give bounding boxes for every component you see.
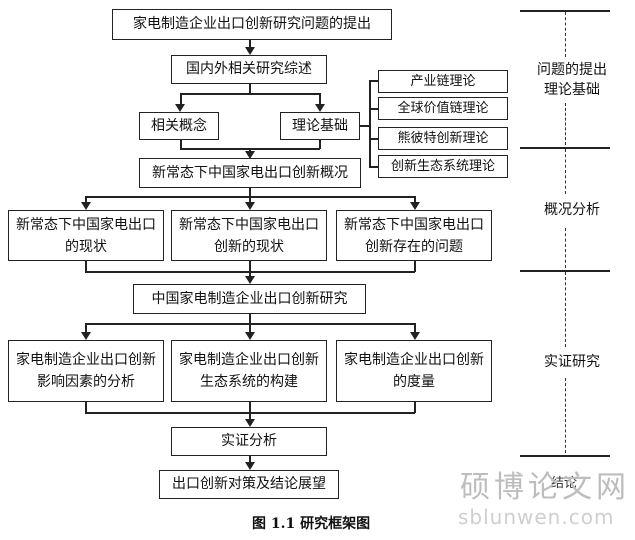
connector-line [249, 271, 251, 277]
connector-line [249, 323, 251, 332]
watermark-cn: 硕博论文网 [460, 470, 630, 505]
arrow-head [315, 104, 325, 112]
connector-line [249, 456, 251, 462]
stage-label-empirical: 实证研究 [544, 354, 600, 370]
box-theory-item: 全球价值链理论 [378, 97, 508, 120]
connector-line [249, 402, 251, 413]
arrow-head [81, 332, 91, 340]
box-theory-item: 产业链理论 [378, 70, 508, 93]
connector-line [249, 40, 251, 47]
arrow-head [175, 104, 185, 112]
connector-line [249, 188, 251, 196]
connector-line [369, 108, 378, 110]
arrow-head [245, 332, 255, 340]
box-research-item: 家电制造企业出口创新影响因素的分析 [8, 340, 164, 402]
connector-line [180, 140, 182, 149]
box-conclusion: 出口创新对策及结论展望 [159, 470, 339, 499]
connector-line [85, 402, 87, 413]
arrow-head [81, 202, 91, 210]
stage-tick [520, 455, 610, 457]
connector-line [319, 140, 321, 149]
connector-line [249, 84, 251, 93]
stage-dash-line [565, 378, 566, 453]
connector-line [249, 314, 251, 324]
connector-line [249, 412, 251, 419]
connector-line [414, 323, 416, 332]
arrow-head [245, 202, 255, 210]
box-overview-item: 新常态下中国家电出口创新的现状 [171, 210, 327, 261]
connector-line [249, 196, 251, 202]
box-theory-item: 熊彼特创新理论 [378, 127, 508, 150]
box-research: 中国家电制造企业出口创新研究 [133, 284, 366, 314]
stage-dash-line [565, 272, 566, 347]
connector-line [369, 80, 371, 167]
stage-dash-line [565, 149, 566, 194]
connector-line [180, 93, 182, 104]
connector-line [369, 138, 378, 140]
stage-tick [520, 147, 610, 149]
box-theory-item: 创新生态系统理论 [378, 155, 508, 178]
arrow-head [410, 332, 420, 340]
connector-line [369, 166, 378, 168]
box-research-item: 家电制造企业出口创新的度量 [336, 340, 492, 402]
arrow-head [245, 462, 255, 470]
arrow-head [410, 202, 420, 210]
stage-label-problem-theory: 问题的提出 理论基础 [537, 62, 607, 98]
box-theory: 理论基础 [280, 112, 360, 140]
connector-line [414, 402, 416, 413]
stage-label-conclusion: 结论 [551, 476, 578, 491]
box-overview-item: 新常态下中国家电出口的现状 [8, 210, 164, 261]
arrow-head [245, 151, 255, 159]
stage-tick [520, 270, 610, 272]
connector-line [414, 196, 416, 202]
connector-line [249, 148, 251, 151]
stage-dash-line [565, 228, 566, 268]
connector-line [249, 261, 251, 272]
box-problem: 家电制造企业出口创新研究问题的提出 [112, 9, 392, 40]
box-empirical: 实证分析 [171, 427, 327, 456]
connector-line [85, 196, 87, 202]
stage-tick [520, 10, 610, 12]
figure-caption: 图 1.1 研究框架图 [252, 516, 371, 532]
box-research-item: 家电制造企业出口创新生态系统的构建 [171, 340, 327, 402]
connector-line [360, 125, 370, 127]
watermark-url: sblunwen.com [458, 505, 615, 529]
stage-dash-line [565, 12, 566, 57]
box-concepts: 相关概念 [139, 112, 219, 140]
arrow-head [245, 276, 255, 284]
stage-dash-line [565, 103, 566, 145]
stage-label-overview: 概况分析 [544, 202, 600, 218]
connector-line [85, 261, 87, 272]
box-overview: 新常态下中国家电出口创新概况 [139, 158, 361, 188]
connector-line [369, 80, 378, 82]
connector-line [180, 93, 320, 95]
box-literature-review: 国内外相关研究综述 [171, 55, 327, 84]
arrow-head [245, 47, 255, 55]
connector-line [85, 323, 87, 332]
connector-line [319, 93, 321, 104]
arrow-head [245, 419, 255, 427]
connector-line [414, 261, 416, 272]
box-overview-item: 新常态下中国家电出口创新存在的问题 [336, 210, 492, 261]
